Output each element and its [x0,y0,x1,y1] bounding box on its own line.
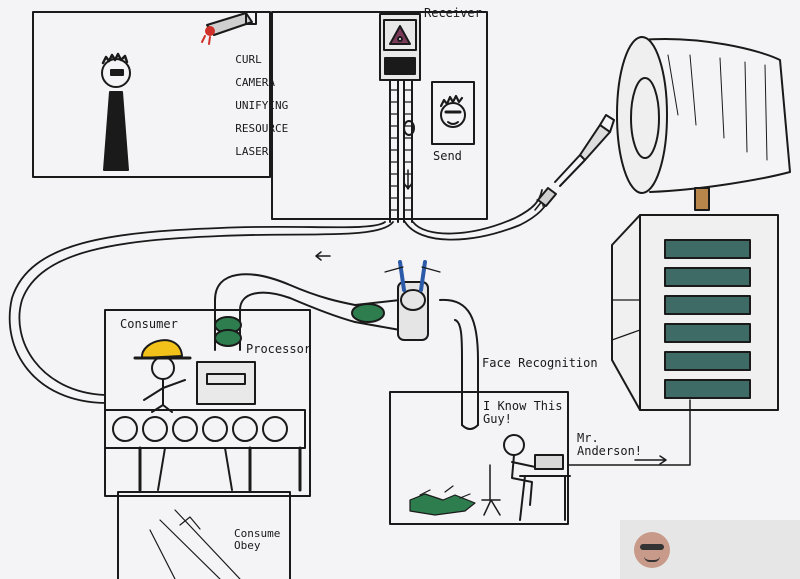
curl-label: CURL CAMERA UNIFYING RESOURCE LASER [222,42,288,157]
receiver-label: Receiver [424,6,482,20]
curl-line-4: RESOURCE [235,121,289,135]
curl-line-2: CAMERA [235,75,275,89]
processor-pipe [214,273,479,430]
receiver-box [379,13,421,81]
know-this-guy-label: I Know This Guy! [483,399,563,426]
curl-line-5: LASER [235,144,269,158]
consumer-panel [104,309,311,497]
data-tunnel [616,36,791,194]
curl-line-1: CURL [235,52,262,66]
consume-obey-panel [117,491,291,579]
surveillance-panel [32,11,271,178]
filter-device [384,260,441,341]
processor-label: Processor [246,342,312,356]
camera-icon [201,11,257,45]
office-panel [389,391,691,525]
mascot-watermark [620,520,800,579]
send-label: Send [433,149,462,163]
receiver-panel [271,11,488,223]
mascot-face-icon [634,532,670,568]
consumer-label: Consumer [120,317,178,331]
consume-obey-label: Consume Obey [234,527,281,552]
face-recognition-label: Face Recognition [482,356,598,370]
face-photo [403,81,475,145]
server-rack [611,187,779,411]
mr-anderson-label: Mr. Anderson! [577,431,643,458]
curl-line-3: UNIFYING [235,98,289,112]
syringe-icon [537,114,615,207]
main-cable [8,189,551,404]
